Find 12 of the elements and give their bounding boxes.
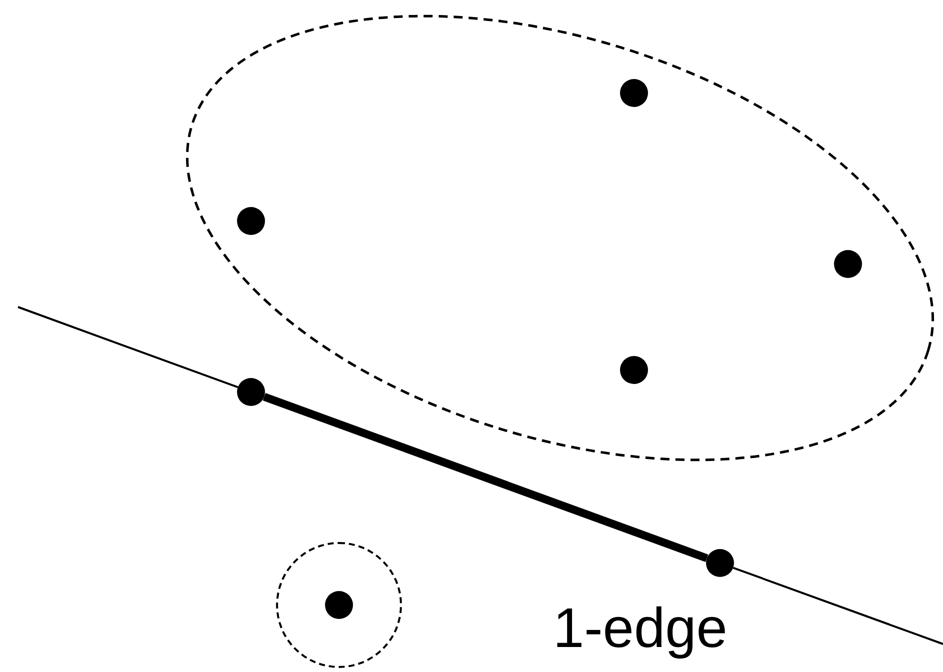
dashed-circle: [276, 542, 402, 668]
vertex-dot: [237, 207, 265, 235]
dashed-ellipse: [183, 13, 937, 463]
vertex-dot: [237, 378, 265, 406]
vertex-dot: [834, 250, 862, 278]
vertex-dot: [620, 79, 648, 107]
thick-segment: [262, 393, 708, 562]
line: [732, 566, 943, 645]
vertex-dot: [324, 590, 352, 618]
line: [18, 306, 238, 388]
vertex-dot: [620, 356, 648, 384]
vertex-dot: [706, 549, 734, 577]
